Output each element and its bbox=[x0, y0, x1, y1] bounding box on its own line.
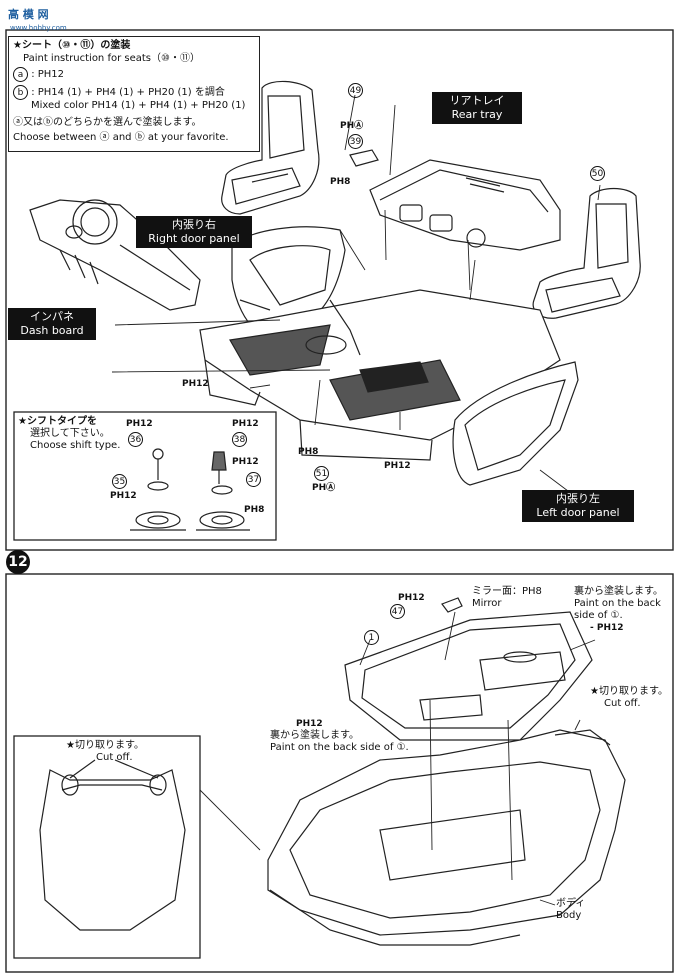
shift-b-paint-top: PH12 bbox=[232, 419, 259, 429]
part-35-callout: 35 bbox=[112, 474, 127, 489]
part-47-number: 47 bbox=[390, 604, 405, 619]
rear-tray-label-jp: リアトレイ bbox=[449, 94, 505, 107]
seat-50-drawing bbox=[532, 187, 641, 319]
right-door-panel-drawing bbox=[231, 226, 346, 333]
body-drawing bbox=[267, 729, 626, 946]
paint-ph8-rear: PH8 bbox=[330, 177, 351, 187]
seat-box-en: Paint instruction for seats（⑩・⑪） bbox=[23, 53, 200, 64]
part-1-callout: 1 bbox=[364, 630, 379, 645]
seat-paint-instruction-box: ★シート（⑩・⑪）の塗装 Paint instruction for seats… bbox=[8, 36, 260, 152]
paint-ph8-floor: PH8 bbox=[298, 447, 319, 457]
option-b-text-en: Mixed color PH14 (1) + PH4 (1) + PH20 (1… bbox=[31, 100, 246, 111]
dash-board-drawing bbox=[29, 199, 201, 311]
part-39-callout: 39 bbox=[348, 134, 363, 149]
right-door-panel-label: 内張り右 Right door panel bbox=[136, 216, 252, 248]
step12-frame bbox=[5, 573, 674, 973]
part-49-number: 49 bbox=[348, 83, 363, 98]
shift-a-paint: PH12 bbox=[126, 419, 153, 429]
left-door-panel-drawing bbox=[452, 361, 579, 486]
part-36-callout: 36 bbox=[128, 432, 143, 447]
rear-tray-label-en: Rear tray bbox=[451, 108, 503, 121]
mirror-face-jp: ミラー面：PH8 bbox=[472, 586, 542, 597]
shift-box-frame bbox=[13, 411, 277, 541]
back-paint-en1: Paint on the back bbox=[574, 598, 661, 609]
paint-ph12-tub: PH12 bbox=[384, 461, 411, 471]
watermark-url: www.hobby.com bbox=[10, 24, 67, 32]
rear-tray-label: リアトレイ Rear tray bbox=[432, 92, 522, 124]
shift-box-title-en: Choose shift type. bbox=[30, 440, 121, 451]
seat-option-b: b : PH14 (1) + PH4 (1) + PH20 (1) を調合 bbox=[13, 85, 225, 100]
part-50-number: 50 bbox=[590, 166, 605, 181]
shift-b-base-paint: PH8 bbox=[244, 505, 265, 515]
part-37-number: 37 bbox=[246, 472, 261, 487]
part-50-callout: 50 bbox=[590, 166, 605, 181]
part-39-drawing bbox=[349, 149, 379, 167]
back-paint-en2: side of ①. bbox=[574, 610, 623, 621]
part-51-number: 51 bbox=[314, 466, 329, 481]
interior-tub-drawing bbox=[199, 289, 561, 461]
center-paint-ph: PH12 bbox=[296, 719, 323, 729]
paint-pha-bottom: PHⒶ bbox=[312, 483, 336, 493]
body-label-en: Body bbox=[556, 910, 582, 921]
left-door-panel-label: 内張り左 Left door panel bbox=[522, 490, 634, 522]
seat-option-a: a : PH12 bbox=[13, 67, 64, 82]
paint-pha-top: PHⒶ bbox=[340, 121, 364, 131]
option-b-marker: b bbox=[13, 85, 28, 100]
part-47-callout: 47 bbox=[390, 604, 405, 619]
part-38-callout: 38 bbox=[232, 432, 247, 447]
shift-lever-b-drawing bbox=[196, 451, 250, 531]
shift-box-title-jp2: 選択して下さい。 bbox=[30, 428, 110, 439]
cutoff-inset-en: Cut off. bbox=[96, 752, 133, 763]
body-label-jp: ボディ bbox=[556, 898, 586, 909]
back-paint-jp: 裏から塗装します。 bbox=[574, 586, 663, 597]
mirror-47-drawing bbox=[441, 597, 463, 613]
seat-choose-en: Choose between ⓐ and ⓑ at your favorite. bbox=[13, 132, 229, 143]
seat-box-title: ★シート（⑩・⑪）の塗装 bbox=[13, 40, 131, 51]
right-door-label-jp: 内張り右 bbox=[172, 218, 216, 231]
dash-label-en: Dash board bbox=[20, 324, 84, 337]
cutoff-right-en: Cut off. bbox=[604, 698, 641, 709]
part-36-number: 36 bbox=[128, 432, 143, 447]
seat-49-drawing bbox=[221, 80, 320, 215]
shift-b-paint-mid: PH12 bbox=[232, 457, 259, 467]
mirror-paint: PH12 bbox=[398, 593, 425, 603]
shift-a-base-paint: PH12 bbox=[110, 491, 137, 501]
center-paint-jp: 裏から塗装します。 bbox=[270, 730, 359, 741]
part-37-callout: 37 bbox=[246, 472, 261, 487]
option-a-text: : PH12 bbox=[31, 69, 65, 80]
part-39-number: 39 bbox=[348, 134, 363, 149]
back-paint-ph: - PH12 bbox=[590, 623, 624, 633]
paint-ph12-floor: PH12 bbox=[182, 379, 209, 389]
cutoff-inset-jp: ★切り取ります。 bbox=[66, 740, 144, 751]
right-door-label-en: Right door panel bbox=[148, 232, 240, 245]
option-b-text-jp: : PH14 (1) + PH4 (1) + PH20 (1) を調合 bbox=[31, 87, 225, 98]
shift-box-title-jp1: ★シフトタイプを bbox=[18, 416, 97, 427]
cutoff-inset-drawing bbox=[39, 759, 186, 931]
part-35-number: 35 bbox=[112, 474, 127, 489]
cutoff-inset-frame bbox=[13, 735, 201, 959]
part-1-interior-frame-drawing bbox=[344, 611, 593, 741]
step11-frame bbox=[5, 29, 674, 551]
left-door-label-en: Left door panel bbox=[536, 506, 620, 519]
part-49-callout: 49 bbox=[348, 83, 363, 98]
mirror-en: Mirror bbox=[472, 598, 502, 609]
dash-label-jp: インパネ bbox=[30, 310, 74, 323]
rear-tray-drawing bbox=[369, 159, 561, 251]
part-1-number: 1 bbox=[364, 630, 379, 645]
part-38-number: 38 bbox=[232, 432, 247, 447]
dash-board-label: インパネ Dash board bbox=[8, 308, 96, 340]
option-a-marker: a bbox=[13, 67, 28, 82]
step-12-badge: 12 bbox=[6, 550, 30, 574]
watermark-logo: 高 模 网 bbox=[8, 8, 49, 21]
cutoff-right-jp: ★切り取ります。 bbox=[590, 686, 668, 697]
center-paint-en: Paint on the back side of ①. bbox=[270, 742, 409, 753]
left-door-label-jp: 内張り左 bbox=[556, 492, 600, 505]
shift-lever-a-drawing bbox=[130, 448, 186, 531]
part-51-callout: 51 bbox=[314, 466, 329, 481]
seat-choose-jp: ⓐ又はⓑのどちらかを選んで塗装します。 bbox=[13, 117, 202, 128]
